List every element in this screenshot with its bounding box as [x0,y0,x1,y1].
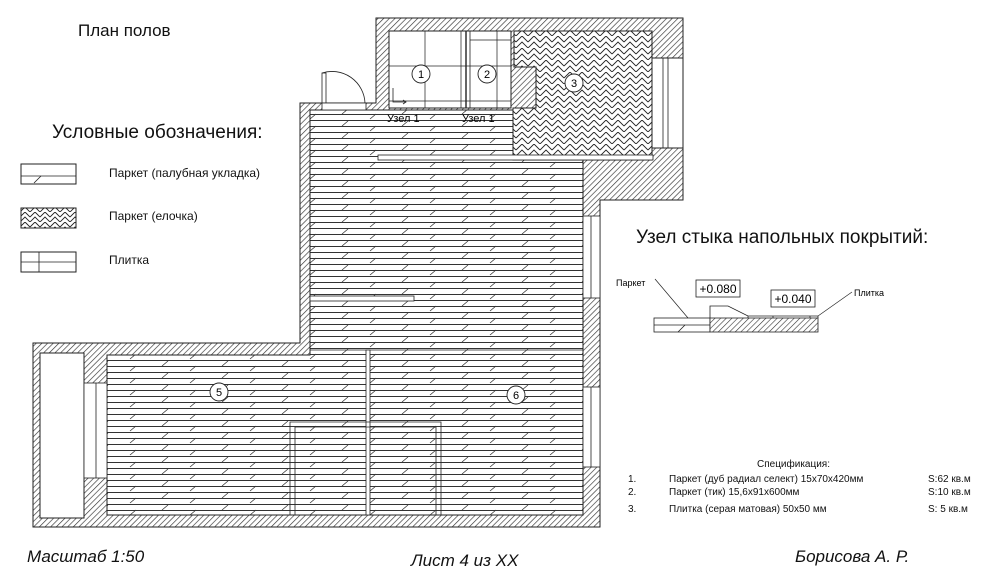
entrance-door [321,71,367,111]
room-marker-6: 6 [506,385,526,405]
spec-title: Спецификация: [757,459,830,470]
elevation-080: +0.080 [699,282,736,296]
legend-title: Условные обозначения: [52,122,263,143]
node-label-1: Узел 1 [387,113,420,125]
room-marker-1: 1 [411,64,431,84]
svg-text:2: 2 [484,69,490,81]
svg-text:3: 3 [571,78,577,90]
room-marker-3: 3 [564,73,584,93]
spec-row-3-n: 3. [628,504,637,515]
window-room-5 [83,382,108,479]
tile-swatch-icon [20,251,77,273]
spec-row-2-area: S:10 кв.м [928,487,971,498]
parquet-herringbone-swatch-icon [20,207,77,229]
svg-text:5: 5 [216,387,222,399]
legend-label-parquet-deck: Паркет (палубная укладка) [109,166,261,180]
junction-title: Узел стыка напольных покрытий: [636,227,929,248]
junction-label-tile: Плитка [854,288,884,298]
room-marker-5: 5 [209,382,229,402]
junction-label-parquet: Паркет [616,278,645,288]
spec-row-1-n: 1. [628,474,637,485]
window-room-3 [651,57,684,149]
footer-author: Борисова А. Р. [795,547,910,566]
legend-label-parquet-herringbone: Паркет (елочка) [109,209,198,223]
spec-row-1-area: S:62 кв.м [928,474,971,485]
footer-scale: Масштаб 1:50 [27,547,145,566]
spec-row-2-n: 2. [628,487,637,498]
parquet-deck-area [106,109,584,516]
parquet-deck-swatch-icon [20,163,77,185]
junction-detail-diagram: +0.080 +0.040 Паркет Плитка [616,278,884,333]
room-marker-2: 2 [477,64,497,84]
elevation-040: +0.040 [774,292,811,306]
svg-text:1: 1 [418,69,424,81]
window-right-upper [582,215,601,299]
page-title: План полов [78,21,171,40]
legend-label-tile: Плитка [109,253,150,267]
spec-row-3-area: S: 5 кв.м [928,504,968,515]
node-label-2: Узел 1 [462,113,495,125]
spec-row-1-name: Паркет (дуб радиал селект) 15х70х420мм [669,474,864,485]
left-balcony [39,352,85,519]
legend-swatches [20,163,77,273]
svg-text:6: 6 [513,390,519,402]
spec-row-3-name: Плитка (серая матовая) 50х50 мм [669,504,827,515]
footer-sheet: Лист 4 из ХХ [411,551,519,570]
spec-row-2-name: Паркет (тик) 15,6х91х600мм [669,487,800,498]
partition-5-6 [365,349,371,516]
window-right-lower [582,386,601,468]
